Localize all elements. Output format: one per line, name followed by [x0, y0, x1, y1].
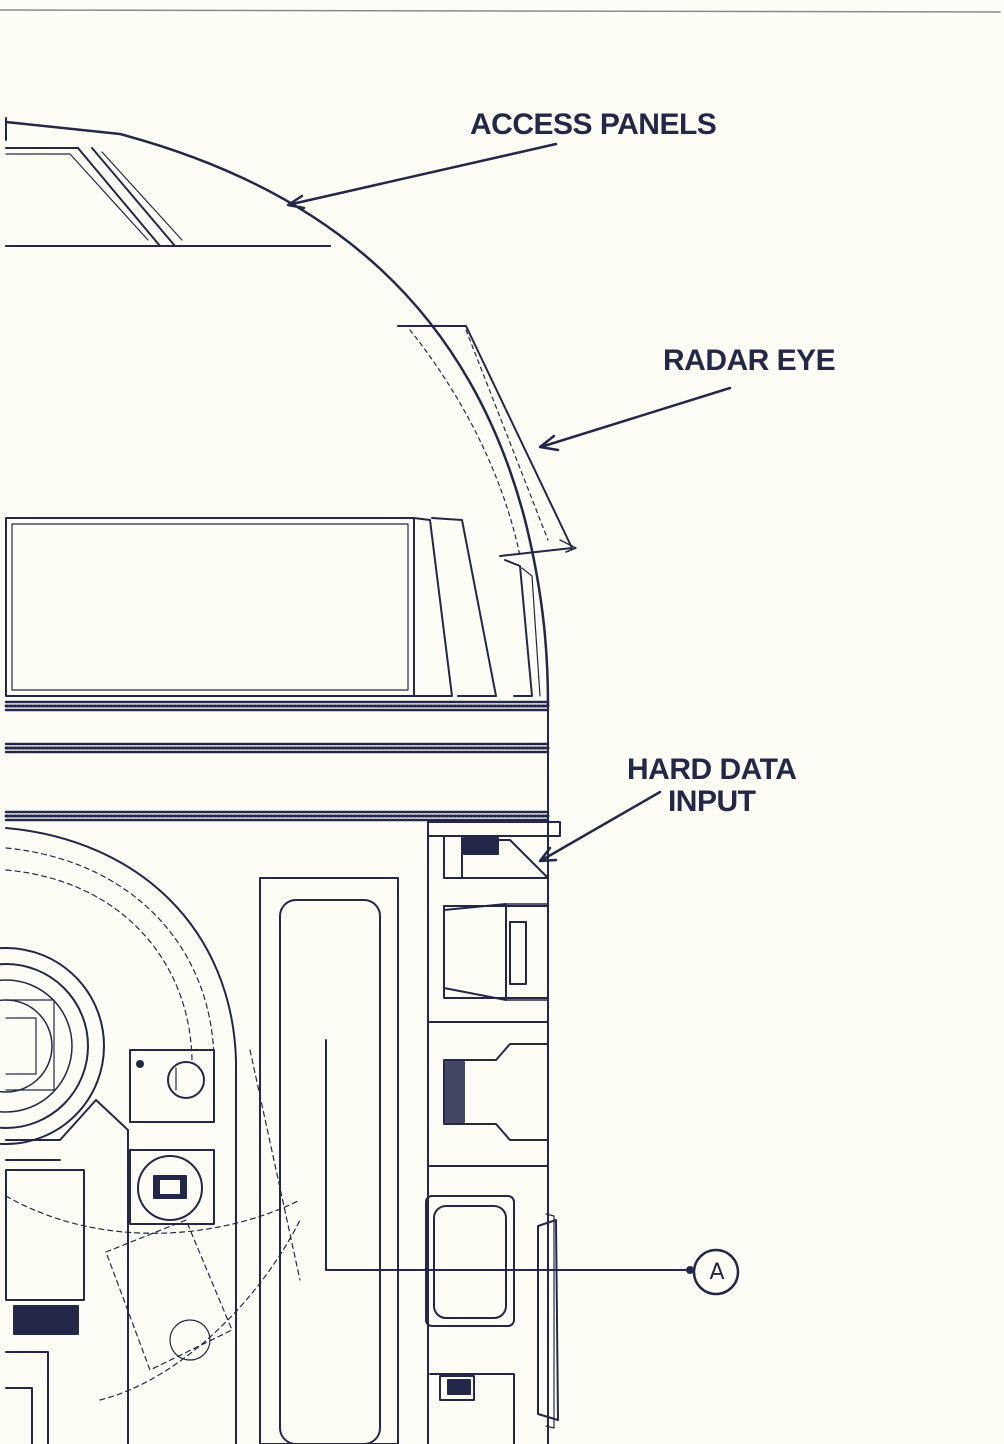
dome-outline — [4, 120, 550, 707]
radar-eye-arrow — [542, 386, 732, 448]
hard-data-input-label-line2: INPUT — [667, 785, 756, 818]
radar-eye — [397, 325, 577, 557]
callout-a-letter: A — [709, 1260, 725, 1285]
paper-edge — [0, 9, 1001, 13]
hard-data-input-port — [427, 821, 561, 879]
access-panels — [5, 147, 331, 247]
hard-data-input-label-line1: HARD DATA — [627, 753, 797, 786]
callout-arrows — [286, 142, 732, 863]
left-circular-component — [0, 827, 301, 1444]
access-panels-arrow — [290, 142, 558, 206]
dome-main-panel — [5, 517, 541, 697]
dome-band — [4, 699, 550, 822]
radar-eye-label: RADAR EYE — [663, 344, 836, 377]
center-vertical-panel — [259, 877, 691, 1444]
body-side-column — [425, 821, 559, 1444]
hard-data-input-arrow — [540, 790, 662, 862]
hard-data-input-label: HARD DATA INPUT — [627, 753, 797, 818]
callout-a-marker — [686, 1248, 740, 1296]
access-panels-label: ACCESS PANELS — [470, 108, 717, 141]
